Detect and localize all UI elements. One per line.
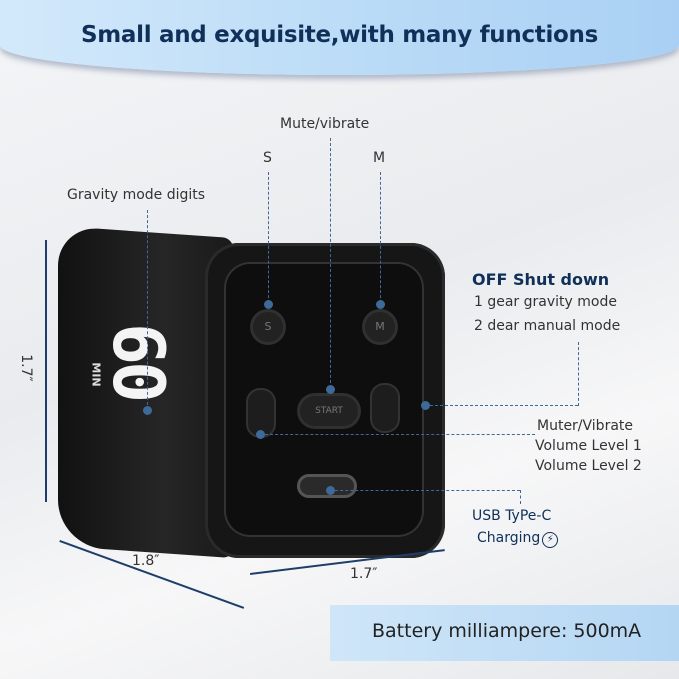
leader-dot — [326, 486, 335, 495]
off-label: OFF Shut down — [472, 270, 610, 289]
leader-dot — [264, 300, 273, 309]
device-display-digits: 60 — [97, 322, 180, 400]
leader-dot — [256, 430, 265, 439]
volume1-label: Volume Level 1 — [535, 438, 642, 454]
battery-text: Battery milliampere: 500mA — [372, 620, 642, 642]
muter-label: Muter/Vibrate — [537, 418, 634, 434]
gravity-digits-label: Gravity mode digits — [67, 187, 206, 203]
depth-dimension: 1.8″ — [132, 553, 160, 569]
leader-line — [268, 172, 269, 303]
height-dimension-line — [45, 240, 47, 502]
height-dimension: 1.7″ — [17, 354, 34, 382]
leader-dot — [326, 385, 335, 394]
leader-dot — [143, 406, 152, 415]
leader-line — [330, 138, 331, 388]
charging-label: Charging⚡ — [477, 530, 559, 548]
device-display-unit: MIN — [89, 362, 103, 387]
leader-dot — [421, 401, 430, 410]
leader-line — [578, 342, 579, 406]
leader-line — [260, 434, 535, 435]
start-button[interactable]: START — [300, 396, 358, 426]
s-label: S — [263, 150, 272, 166]
leader-line — [330, 490, 520, 491]
width-dimension: 1.7″ — [350, 566, 378, 582]
s-button[interactable]: S — [253, 312, 283, 342]
gear2-label: 2 dear manual mode — [474, 318, 621, 334]
leader-line — [520, 490, 521, 504]
gear1-label: 1 gear gravity mode — [474, 294, 617, 310]
mode-switch[interactable] — [248, 390, 274, 436]
lightning-icon: ⚡ — [542, 532, 559, 548]
leader-line — [380, 172, 381, 303]
mute-vibrate-label: Mute/vibrate — [280, 116, 370, 132]
page-title: Small and exquisite,with many functions — [80, 22, 599, 48]
leader-line — [425, 405, 578, 406]
header-banner — [0, 0, 679, 75]
charging-text: Charging — [477, 530, 541, 546]
leader-line — [147, 210, 148, 410]
volume-switch[interactable] — [372, 385, 398, 431]
battery-banner — [330, 605, 679, 661]
m-label: M — [373, 150, 386, 166]
usb-label: USB TyPe-C — [472, 508, 552, 524]
leader-dot — [376, 300, 385, 309]
m-button[interactable]: M — [365, 312, 395, 342]
volume2-label: Volume Level 2 — [535, 458, 642, 474]
